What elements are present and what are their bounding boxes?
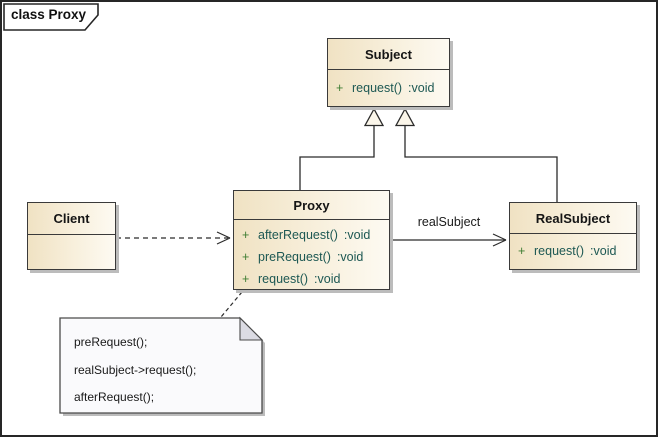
note-line: preRequest(); xyxy=(74,335,148,349)
method-return-type: :void xyxy=(336,250,364,264)
method-row: + request() :void xyxy=(242,268,383,290)
class-box-client[interactable]: Client xyxy=(27,202,116,270)
class-name-proxy: Proxy xyxy=(234,191,389,220)
class-box-proxy[interactable]: Proxy + afterRequest() :void + preReques… xyxy=(233,190,390,290)
class-box-subject[interactable]: Subject + request() :void xyxy=(327,38,450,107)
class-box-realsubject[interactable]: RealSubject + request() :void xyxy=(509,202,637,270)
note-connector-line xyxy=(220,291,243,318)
method-return-type: :void xyxy=(343,228,371,242)
method-visibility: + xyxy=(242,272,250,286)
generalization-proxy-subject-triangle-icon xyxy=(363,107,385,127)
method-visibility: + xyxy=(336,81,344,95)
association-arrowhead-icon xyxy=(492,233,507,247)
method-name: request() xyxy=(258,272,309,286)
method-return-type: :void xyxy=(590,244,617,258)
note-line: afterRequest(); xyxy=(74,390,155,404)
method-row: + request() :void xyxy=(336,77,443,99)
class-body-empty xyxy=(28,235,115,239)
method-visibility: + xyxy=(242,250,250,264)
note-line: realSubject->request(); xyxy=(74,362,197,377)
class-name-realsubject: RealSubject xyxy=(510,203,636,234)
method-row: + request() :void xyxy=(518,240,630,262)
method-row: + afterRequest() :void xyxy=(242,224,383,246)
method-name: preRequest() xyxy=(258,250,331,264)
generalization-realsubject-subject-line xyxy=(404,126,558,202)
association-role-label: realSubject xyxy=(417,215,481,229)
method-visibility: + xyxy=(242,228,250,242)
generalization-realsubject-subject-triangle-icon xyxy=(394,107,416,127)
method-name: afterRequest() xyxy=(258,228,338,242)
method-visibility: + xyxy=(518,244,526,258)
dependency-arrowhead-icon xyxy=(216,231,231,245)
class-name-subject: Subject xyxy=(328,39,449,70)
note[interactable]: preRequest(); realSubject->request(); af… xyxy=(74,329,254,412)
method-return-type: :void xyxy=(408,81,435,95)
class-name-client: Client xyxy=(28,203,115,235)
method-name: request() xyxy=(534,244,585,258)
generalization-proxy-subject-line xyxy=(299,126,375,190)
method-return-type: :void xyxy=(314,272,341,286)
method-row: + preRequest() :void xyxy=(242,246,383,268)
frame-title: class Proxy xyxy=(11,7,87,22)
method-name: request() xyxy=(352,81,403,95)
